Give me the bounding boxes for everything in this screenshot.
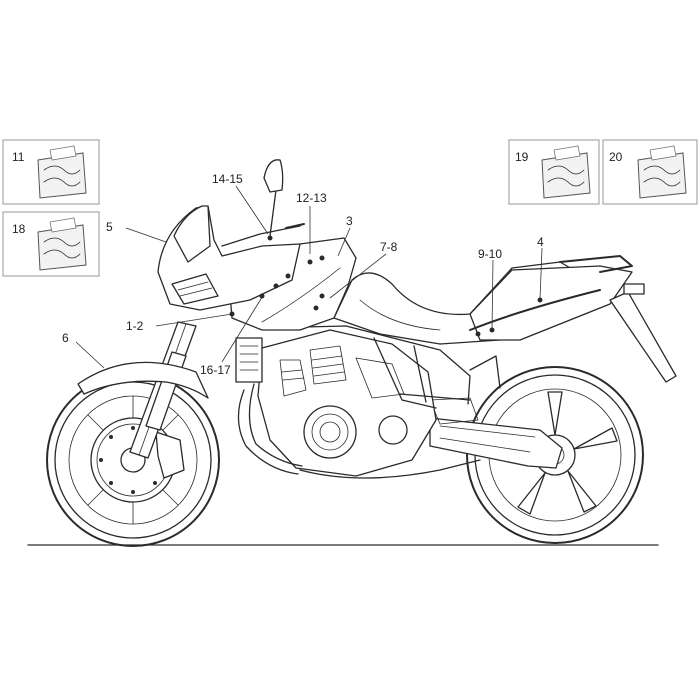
mirror <box>263 159 284 193</box>
front-mudguard <box>77 361 209 399</box>
swingarm <box>429 417 563 469</box>
handlebar <box>221 225 301 247</box>
callout-1-2: 1-2 <box>126 319 144 333</box>
kit-label-20: 20 <box>609 150 623 164</box>
callout-7-8: 7-8 <box>380 240 398 254</box>
kit-panel-18: 18 <box>2 211 100 277</box>
callout-6: 6 <box>62 331 69 345</box>
decal-bag-icon <box>637 145 687 199</box>
callout-16-17: 16-17 <box>200 363 231 377</box>
brake-caliper <box>155 431 185 479</box>
leader-lines <box>75 185 543 369</box>
callout-9-10: 9-10 <box>478 247 502 261</box>
headlight <box>171 273 219 305</box>
decal-bag-icon <box>541 145 591 199</box>
tail-light <box>623 283 645 295</box>
callout-5: 5 <box>106 220 113 234</box>
callout-14-15: 14-15 <box>212 172 243 186</box>
frame <box>261 325 501 409</box>
windscreen <box>173 205 211 263</box>
engine <box>235 329 437 477</box>
kit-label-18: 18 <box>12 222 26 236</box>
decal-bag-icon <box>37 217 87 271</box>
kit-label-11: 11 <box>12 150 25 164</box>
motorcycle-illustration <box>46 159 677 547</box>
kit-panel-11: 11 <box>2 139 100 205</box>
callout-12-13: 12-13 <box>296 191 327 205</box>
callout-4: 4 <box>537 235 544 249</box>
front-wheel <box>46 373 220 547</box>
kit-label-19: 19 <box>515 150 529 164</box>
decal-bag-icon <box>37 145 87 199</box>
kit-panel-19: 19 <box>508 139 600 205</box>
callout-3: 3 <box>346 214 353 228</box>
rear-rack <box>559 255 633 273</box>
kit-panel-20: 20 <box>602 139 698 205</box>
decal-markers <box>229 235 543 337</box>
license-plate-holder <box>609 291 677 383</box>
exhaust-pipe <box>299 459 481 479</box>
